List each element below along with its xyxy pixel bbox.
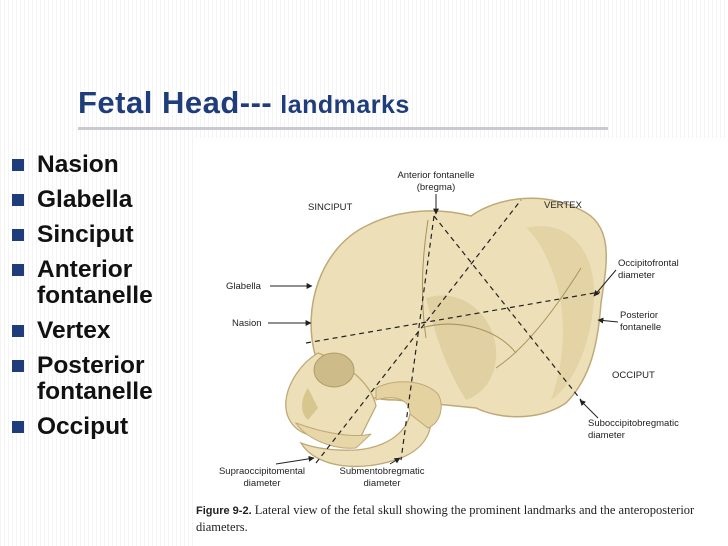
square-bullet-icon xyxy=(12,421,24,433)
list-item-text: Anterior fontanelle xyxy=(37,256,153,309)
fetal-skull-figure: Anterior fontanelle (bregma) SINCIPUT VE… xyxy=(196,138,728,546)
arrow-submentobregmatic xyxy=(389,457,401,465)
label-posterior-fontanelle-line2: fontanelle xyxy=(620,322,661,333)
arrow-suboccipitobregmatic xyxy=(579,399,599,419)
arrow-posterior-fontanelle xyxy=(597,317,619,324)
slide-title: Fetal Head---landmarks xyxy=(78,84,410,121)
title-divider xyxy=(78,127,608,130)
label-occipitofrontal-line2: diameter xyxy=(618,270,655,281)
label-anterior-fontanelle: Anterior fontanelle xyxy=(397,170,474,181)
coronal-suture xyxy=(421,219,429,339)
list-item: Posterior fontanelle xyxy=(10,353,200,405)
list-item-text: Nasion xyxy=(37,151,119,178)
list-item: Vertex xyxy=(10,318,200,344)
list-item: Sinciput xyxy=(10,222,200,248)
square-bullet-icon xyxy=(12,159,24,171)
slide-title-main: Fetal Head--- xyxy=(78,85,273,120)
label-sinciput: SINCIPUT xyxy=(308,202,353,213)
skull-shading xyxy=(526,226,595,400)
skull-nasal xyxy=(302,388,318,420)
label-occiput: OCCIPUT xyxy=(612,370,655,381)
list-item: Anterior fontanelle xyxy=(10,257,200,309)
list-item-text: Occiput xyxy=(37,413,129,440)
suboccipitobregmatic-diameter xyxy=(433,215,582,401)
list-item-text: Glabella xyxy=(37,186,133,213)
list-item: Nasion xyxy=(10,152,200,178)
label-occipitofrontal-line1: Occipitofrontal xyxy=(618,258,679,269)
arrow-supraoccipitomental xyxy=(275,455,315,465)
skull-maxilla xyxy=(294,422,372,449)
landmark-list: Nasion Glabella Sinciput Anterior fontan… xyxy=(10,152,200,449)
label-bregma: (bregma) xyxy=(417,182,456,193)
label-glabella: Glabella xyxy=(226,281,262,292)
figure-caption-text: Lateral view of the fetal skull showing … xyxy=(196,503,695,534)
skull-orbit xyxy=(313,352,355,388)
label-submentobregmatic-line1: Submentobregmatic xyxy=(339,466,424,477)
label-suboccipitobregmatic-line1: Suboccipitobregmatic xyxy=(588,418,679,429)
squamosal-suture xyxy=(420,323,517,354)
square-bullet-icon xyxy=(12,194,24,206)
label-nasion: Nasion xyxy=(232,318,262,329)
figure-caption-label: Figure 9-2. xyxy=(196,505,252,517)
list-item: Occiput xyxy=(10,414,200,440)
list-item-text: Posterior fontanelle xyxy=(37,352,153,405)
supraoccipitomental-diameter xyxy=(315,199,522,464)
skull-shading xyxy=(426,295,497,400)
label-vertex: VERTEX xyxy=(544,200,583,211)
figure-caption: Figure 9-2. Lateral view of the fetal sk… xyxy=(196,502,716,535)
slide-title-sub: landmarks xyxy=(280,91,410,119)
arrow-occipitofrontal xyxy=(593,269,617,297)
label-supraoccipitomental-line2: diameter xyxy=(244,478,281,489)
label-submentobregmatic-line2: diameter xyxy=(364,478,401,489)
lambdoid-suture xyxy=(495,267,582,369)
label-supraoccipitomental-line1: Supraoccipitomental xyxy=(219,466,305,477)
list-item-text: Sinciput xyxy=(37,221,134,248)
label-posterior-fontanelle-line1: Posterior xyxy=(620,310,658,321)
skull-diagram: Anterior fontanelle (bregma) SINCIPUT VE… xyxy=(219,170,679,489)
list-item-text: Vertex xyxy=(37,317,111,344)
square-bullet-icon xyxy=(12,360,24,372)
square-bullet-icon xyxy=(12,229,24,241)
square-bullet-icon xyxy=(12,264,24,276)
list-item: Glabella xyxy=(10,187,200,213)
occipitofrontal-diameter xyxy=(305,291,601,344)
label-suboccipitobregmatic-line2: diameter xyxy=(588,430,625,441)
square-bullet-icon xyxy=(12,325,24,337)
